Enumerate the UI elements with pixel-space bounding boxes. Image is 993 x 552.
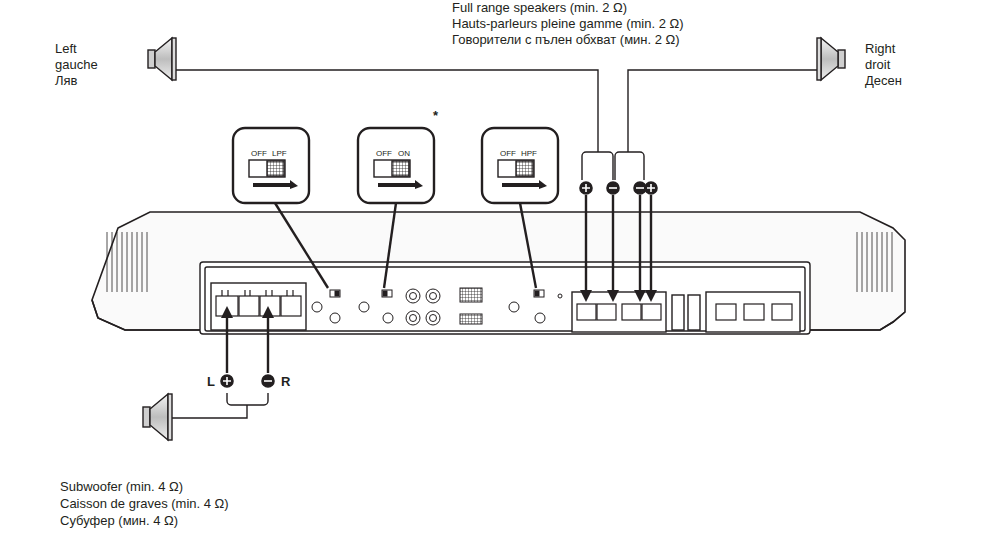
switch-label: OFF	[251, 149, 267, 158]
switch-label: OFF	[500, 149, 516, 158]
switch-label: LPF	[272, 149, 287, 158]
subwoofer-spec: Subwoofer (min. 4 Ω)	[60, 479, 183, 494]
switch-label: OFF	[376, 149, 392, 158]
subwoofer-spec: Caisson de graves (min. 4 Ω)	[60, 496, 229, 511]
speaker-spec: Full range speakers (min. 2 Ω)	[452, 0, 627, 15]
channel-label: Left	[55, 41, 77, 56]
speaker-spec: Hauts-parleurs pleine gamme (min. 2 Ω)	[452, 16, 684, 31]
left-speaker	[148, 38, 176, 80]
channel-label: Ляв	[55, 73, 77, 88]
switch-label: ON	[398, 149, 410, 158]
channel-label: R	[281, 374, 290, 389]
subwoofer-spec: Субуфер (мин. 4 Ω)	[60, 513, 178, 528]
subwoofer-speaker	[143, 394, 172, 440]
speaker-spec: Говорители с пълен обхват (мин. 2 Ω)	[452, 32, 680, 47]
channel-label: gauche	[55, 57, 98, 72]
polarity-marks	[580, 182, 646, 194]
right-speaker	[817, 38, 845, 80]
switch-label: HPF	[521, 149, 537, 158]
footnote-mark: *	[433, 108, 438, 123]
channel-label: L	[207, 374, 215, 389]
channel-label: Десен	[865, 73, 902, 88]
channel-label: droit	[865, 57, 890, 72]
channel-label: Right	[865, 41, 895, 56]
